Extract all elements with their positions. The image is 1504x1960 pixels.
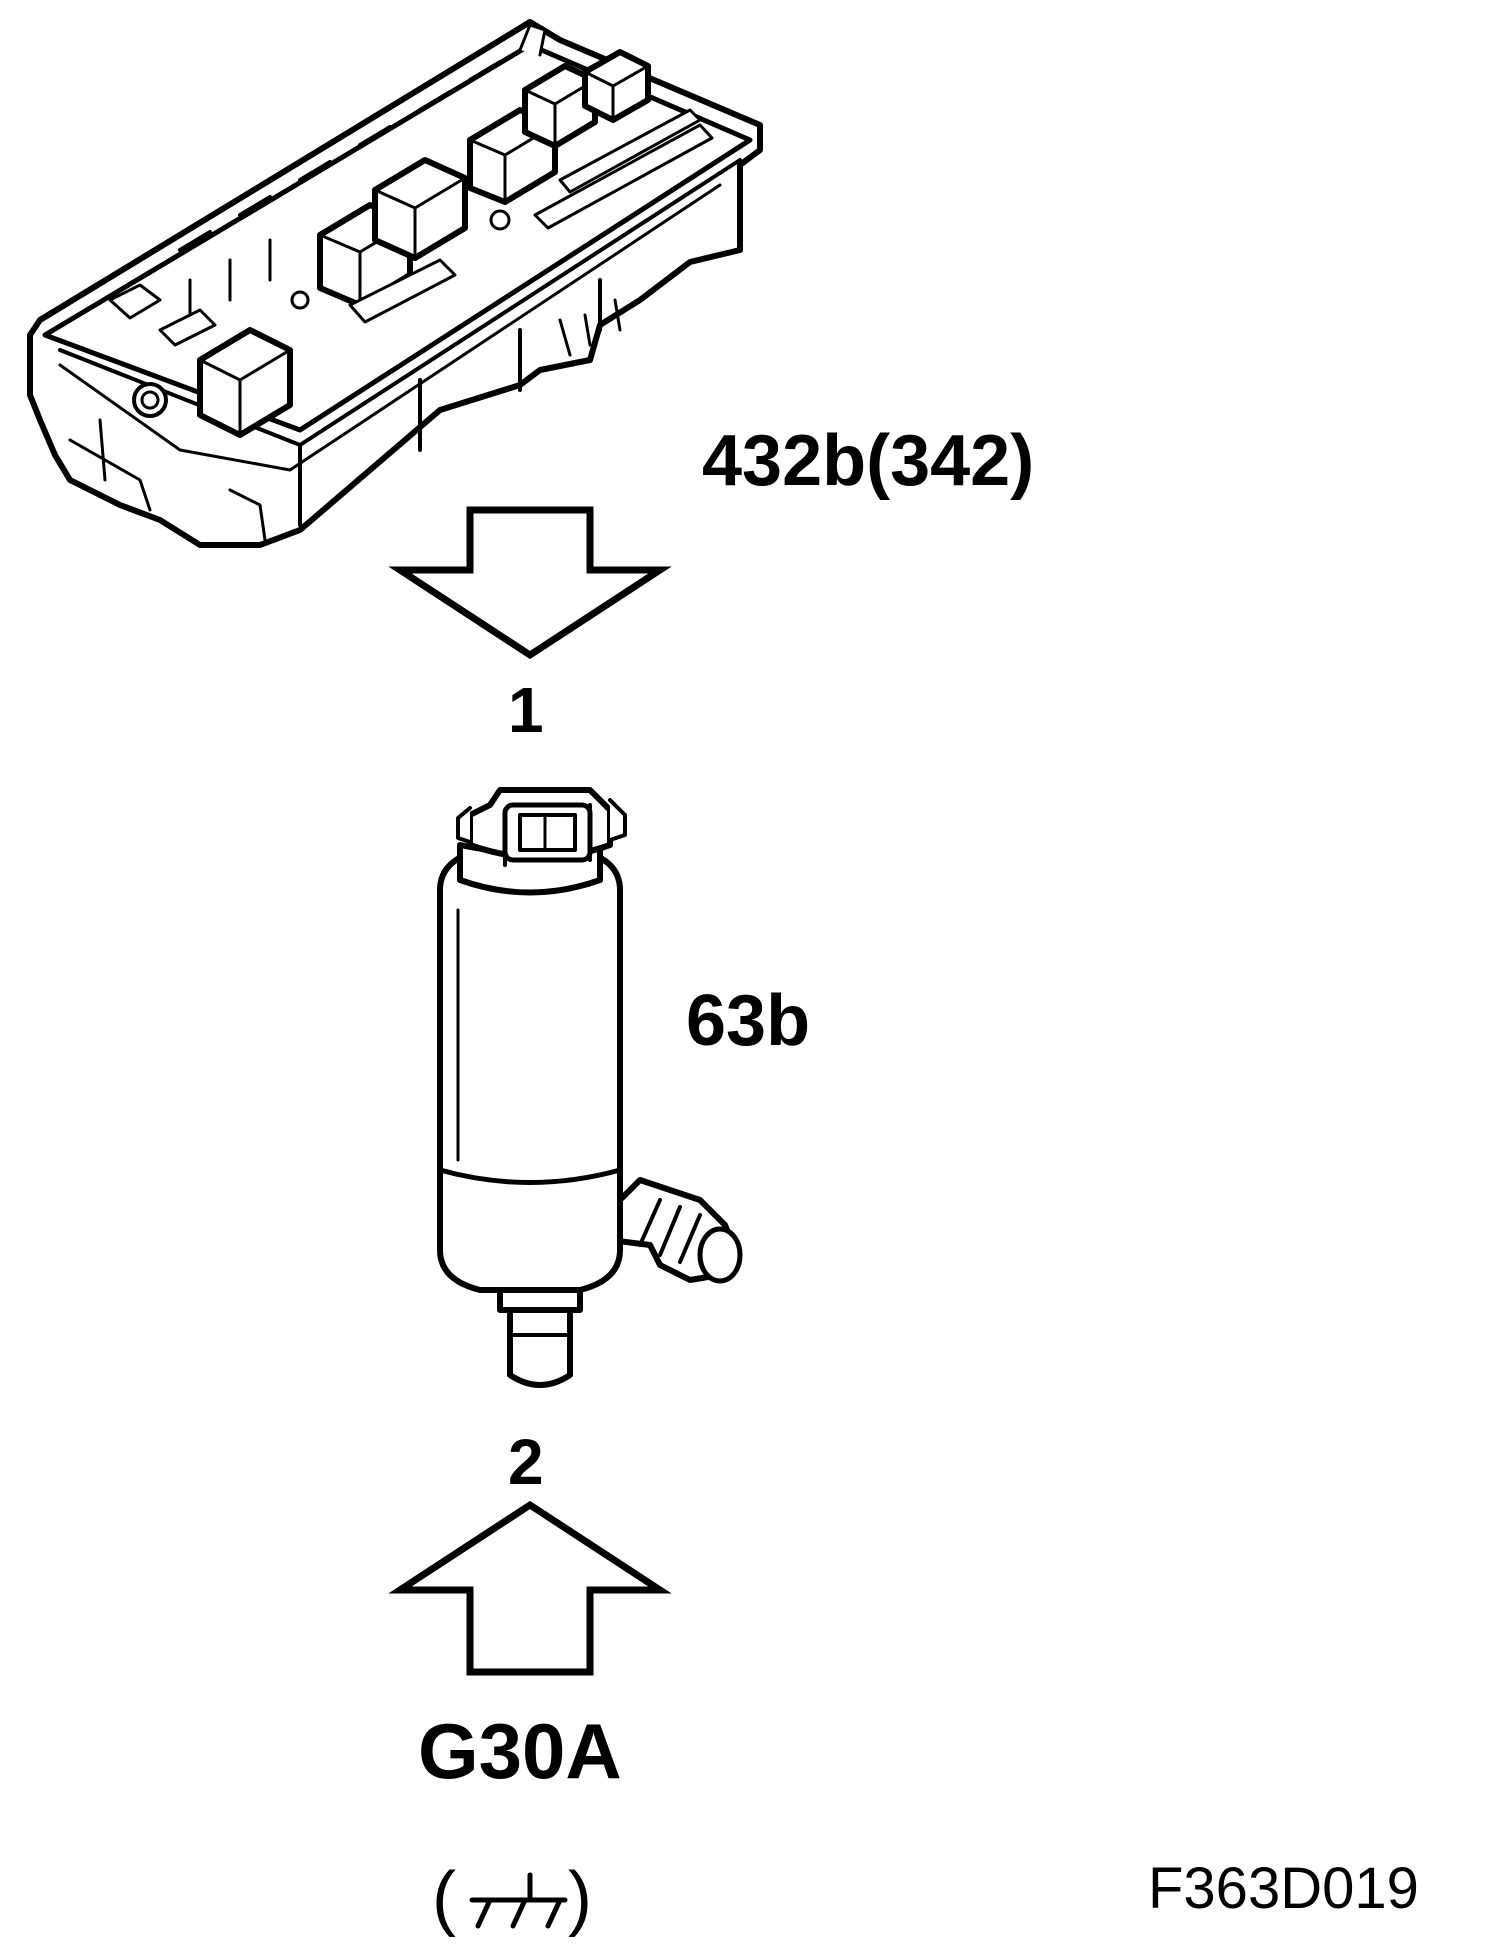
washer-pump-icon [437,787,743,1388]
figure-id-label: F363D019 [1148,1856,1419,1921]
arrow-down-icon [388,506,672,660]
ground-paren-open: ( [432,1858,456,1938]
ground-paren-close: ) [568,1858,592,1938]
pump-code-label: 63b [686,981,811,1061]
chassis-ground-icon [469,1872,568,1929]
ground-code-label: G30A [418,1707,622,1795]
arrow-up-icon [388,1500,672,1676]
fusebox-code-label: 432b(342) [702,421,1035,501]
pin-bottom-label: 2 [508,1426,544,1498]
pin-top-label: 1 [508,674,544,746]
relay-fuse-box-icon [27,19,763,548]
